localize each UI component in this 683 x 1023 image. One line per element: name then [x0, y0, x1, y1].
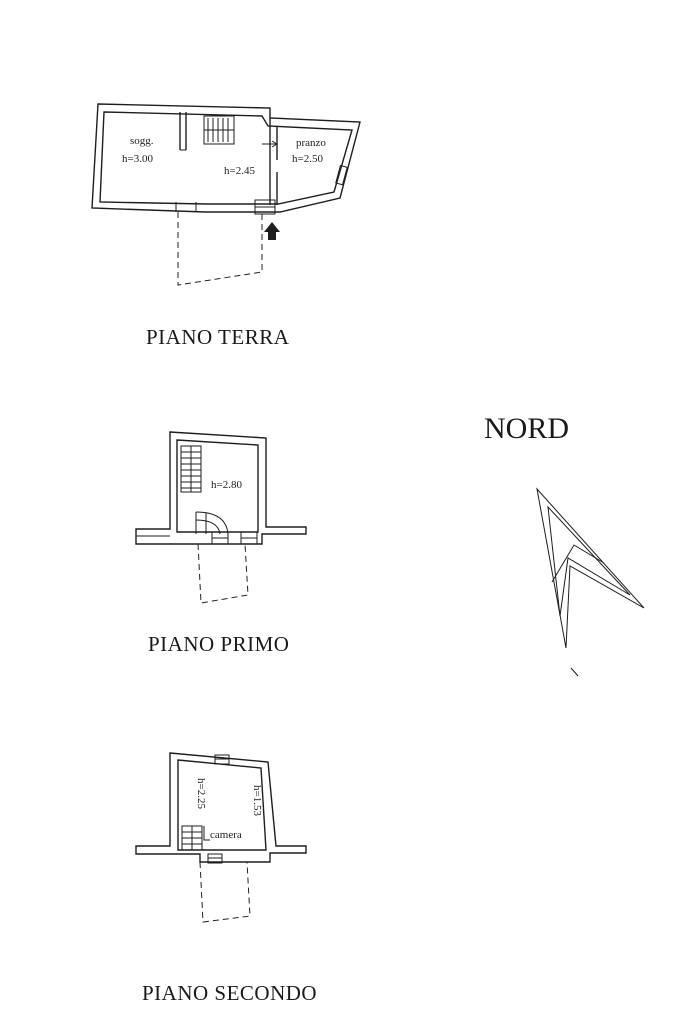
second-floor-height-right: h=1.53 — [251, 785, 263, 816]
ground-floor-plan: sogg. h=3.00 h=2.45 pranzo h=2.50 — [91, 103, 361, 286]
staircase-icon — [180, 445, 202, 493]
staircase-icon — [203, 115, 235, 145]
first-floor-height: h=2.80 — [211, 479, 242, 491]
dining-room-height: h=2.50 — [292, 153, 323, 165]
dining-room-label: pranzo — [296, 137, 326, 149]
ground-floor-caption: PIANO TERRA — [146, 325, 290, 349]
north-label: NORD — [484, 412, 570, 445]
second-floor-height-left: h=2.25 — [195, 778, 207, 809]
staircase-icon — [181, 825, 203, 851]
hall-height: h=2.45 — [224, 165, 255, 177]
entrance-arrow-icon — [264, 222, 280, 240]
second-floor-plan: h=2.25 h=1.53 camera — [135, 752, 307, 923]
second-floor-room-label: camera — [210, 829, 242, 841]
second-floor-caption: PIANO SECONDO — [142, 981, 318, 1005]
first-floor-caption: PIANO PRIMO — [148, 632, 290, 656]
living-room-height: h=3.00 — [122, 153, 153, 165]
first-floor-plan: h=2.80 — [135, 431, 307, 604]
living-room-label: sogg. — [130, 135, 154, 147]
north-arrow-icon — [536, 487, 645, 677]
